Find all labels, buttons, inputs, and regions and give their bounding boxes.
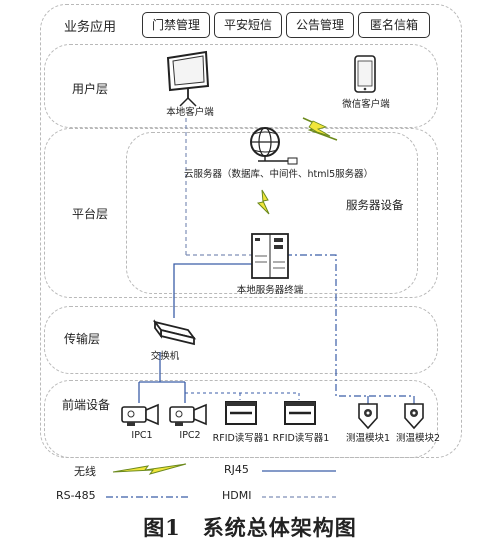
transmission-layer-label: 传输层 xyxy=(64,332,101,346)
ip-camera-icon-1 xyxy=(121,403,159,426)
rfid-reader-icon-2 xyxy=(284,401,316,425)
legend-rj45-label: RJ45 xyxy=(224,463,249,476)
local-server-label: 本地服务器终端 xyxy=(236,285,304,296)
smartphone-icon xyxy=(354,55,376,93)
figure-caption: 图1 系统总体架构图 xyxy=(143,515,357,540)
transmission-layer-frame xyxy=(44,306,438,374)
legend-wireless-label: 无线 xyxy=(74,465,96,478)
legend-wireless-icon xyxy=(112,463,187,475)
thermometer-module-icon-1 xyxy=(358,403,378,430)
rfid-reader-icon-1 xyxy=(225,401,257,425)
tab-announcements[interactable]: 公告管理 xyxy=(286,12,354,38)
ip-camera-icon-2 xyxy=(169,403,207,426)
wechat-client-label: 微信客户端 xyxy=(342,99,390,110)
rfid2-label: RFID读写器1 xyxy=(272,433,330,444)
network-switch-icon xyxy=(152,319,197,346)
frontend-layer-frame xyxy=(44,380,438,458)
rj45-server-switch xyxy=(173,263,255,318)
monitor-icon xyxy=(166,50,210,107)
rfid-link xyxy=(185,392,300,400)
switch-label: 交换机 xyxy=(150,351,180,362)
tab-anonymous-mailbox[interactable]: 匿名信箱 xyxy=(358,12,430,38)
rs485-link xyxy=(285,254,414,397)
cloud-server-label: 云服务器（数据库、中间件、html5服务器） xyxy=(184,169,374,180)
globe-icon xyxy=(250,127,298,165)
server-group-label: 服务器设备 xyxy=(346,198,404,212)
tab-access-control[interactable]: 门禁管理 xyxy=(142,12,210,38)
ipc2-label: IPC2 xyxy=(179,430,201,441)
legend-hdmi-label: HDMI xyxy=(222,489,252,502)
platform-layer-frame xyxy=(44,128,438,298)
tab-safety-sms[interactable]: 平安短信 xyxy=(214,12,282,38)
server-tower-icon xyxy=(251,233,289,279)
wireless-bolt-server xyxy=(256,189,270,215)
business-label: 业务应用 xyxy=(64,20,117,35)
ipc1-label: IPC1 xyxy=(131,430,153,441)
frontend-layer-label: 前端设备 xyxy=(62,398,111,412)
local-client-label: 本地客户端 xyxy=(166,107,214,118)
temp1-label: 测温模块1 xyxy=(345,433,391,444)
platform-layer-label: 平台层 xyxy=(72,207,109,221)
wireless-bolt-wechat xyxy=(302,117,338,141)
temp2-label: 测温模块2 xyxy=(395,433,441,444)
legend-rs485-label: RS-485 xyxy=(56,489,96,502)
rfid1-label: RFID读写器1 xyxy=(212,433,270,444)
user-layer-label: 用户层 xyxy=(72,82,109,96)
thermometer-module-icon-2 xyxy=(404,403,424,430)
user-layer-frame xyxy=(44,44,438,128)
